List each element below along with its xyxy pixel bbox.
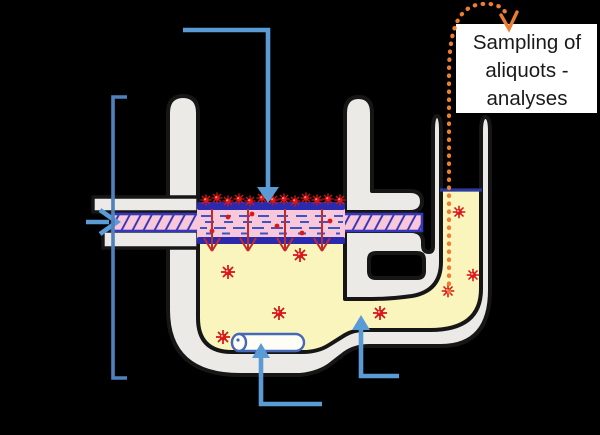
left-bracket [111, 95, 127, 380]
membrane-bottom-border [197, 237, 345, 244]
particle-starburst-icon [299, 191, 313, 205]
vessel-inner-right-lower-wall [343, 114, 443, 301]
diffusion-arrow [313, 209, 331, 252]
sampling-label-line1: Sampling of [473, 31, 582, 54]
particle-starburst-icon [210, 191, 224, 205]
donor-dot [225, 214, 231, 220]
donor-dot [274, 223, 280, 229]
particle-starburst-icon [221, 194, 235, 208]
donor-dot [327, 218, 333, 224]
donor-dot [249, 211, 255, 217]
particle-starburst-icon [321, 192, 335, 206]
particle-starburst-icon [199, 193, 213, 207]
donor-particle-dots [209, 211, 333, 236]
left-flange-lower [101, 229, 200, 250]
receptor-liquid-arrow [352, 315, 399, 379]
vessel-inner-right-wall [343, 95, 424, 214]
left-flange-upper [91, 195, 200, 214]
particle-starburst-icon [220, 264, 236, 280]
particle-starburst-icon [277, 192, 291, 206]
particle-starburst-icon [333, 193, 347, 207]
sampling-dotted-arrow [446, 1, 519, 295]
vessel-outer-wall [166, 94, 492, 377]
diffusion-arrow [276, 209, 294, 252]
particle-starburst-icon [372, 305, 388, 321]
receptor-liquid [198, 190, 481, 352]
membrane-pointer-arrow [183, 27, 279, 203]
membrane-top-border [197, 202, 345, 210]
particle-starburst-icon [465, 267, 481, 283]
sampling-label-line3: analyses [487, 87, 568, 110]
bar-inlet-arrow [86, 208, 121, 236]
particle-starburst-icon [215, 329, 231, 345]
particle-starburst-icon [451, 204, 467, 220]
sampling-label-line2: aliquots - [485, 59, 568, 82]
particle-starburst-icon [288, 194, 302, 208]
donor-compartment [197, 202, 345, 244]
sampling-label: Sampling of aliquots - analyses [456, 24, 597, 113]
diffusion-arrow [203, 209, 221, 252]
stir-bar [230, 332, 306, 353]
diffusion-arrows [203, 209, 331, 252]
diffusion-arrow [239, 209, 257, 252]
particle-starburst-icon [310, 193, 324, 207]
stirbar-arrow [252, 343, 322, 407]
particle-starburst-icon [243, 194, 257, 208]
particle-starburst-icon [271, 305, 287, 321]
particle-starburst-icon [232, 192, 246, 206]
particle-starburst-icon [292, 247, 308, 263]
donor-dot [299, 230, 305, 236]
